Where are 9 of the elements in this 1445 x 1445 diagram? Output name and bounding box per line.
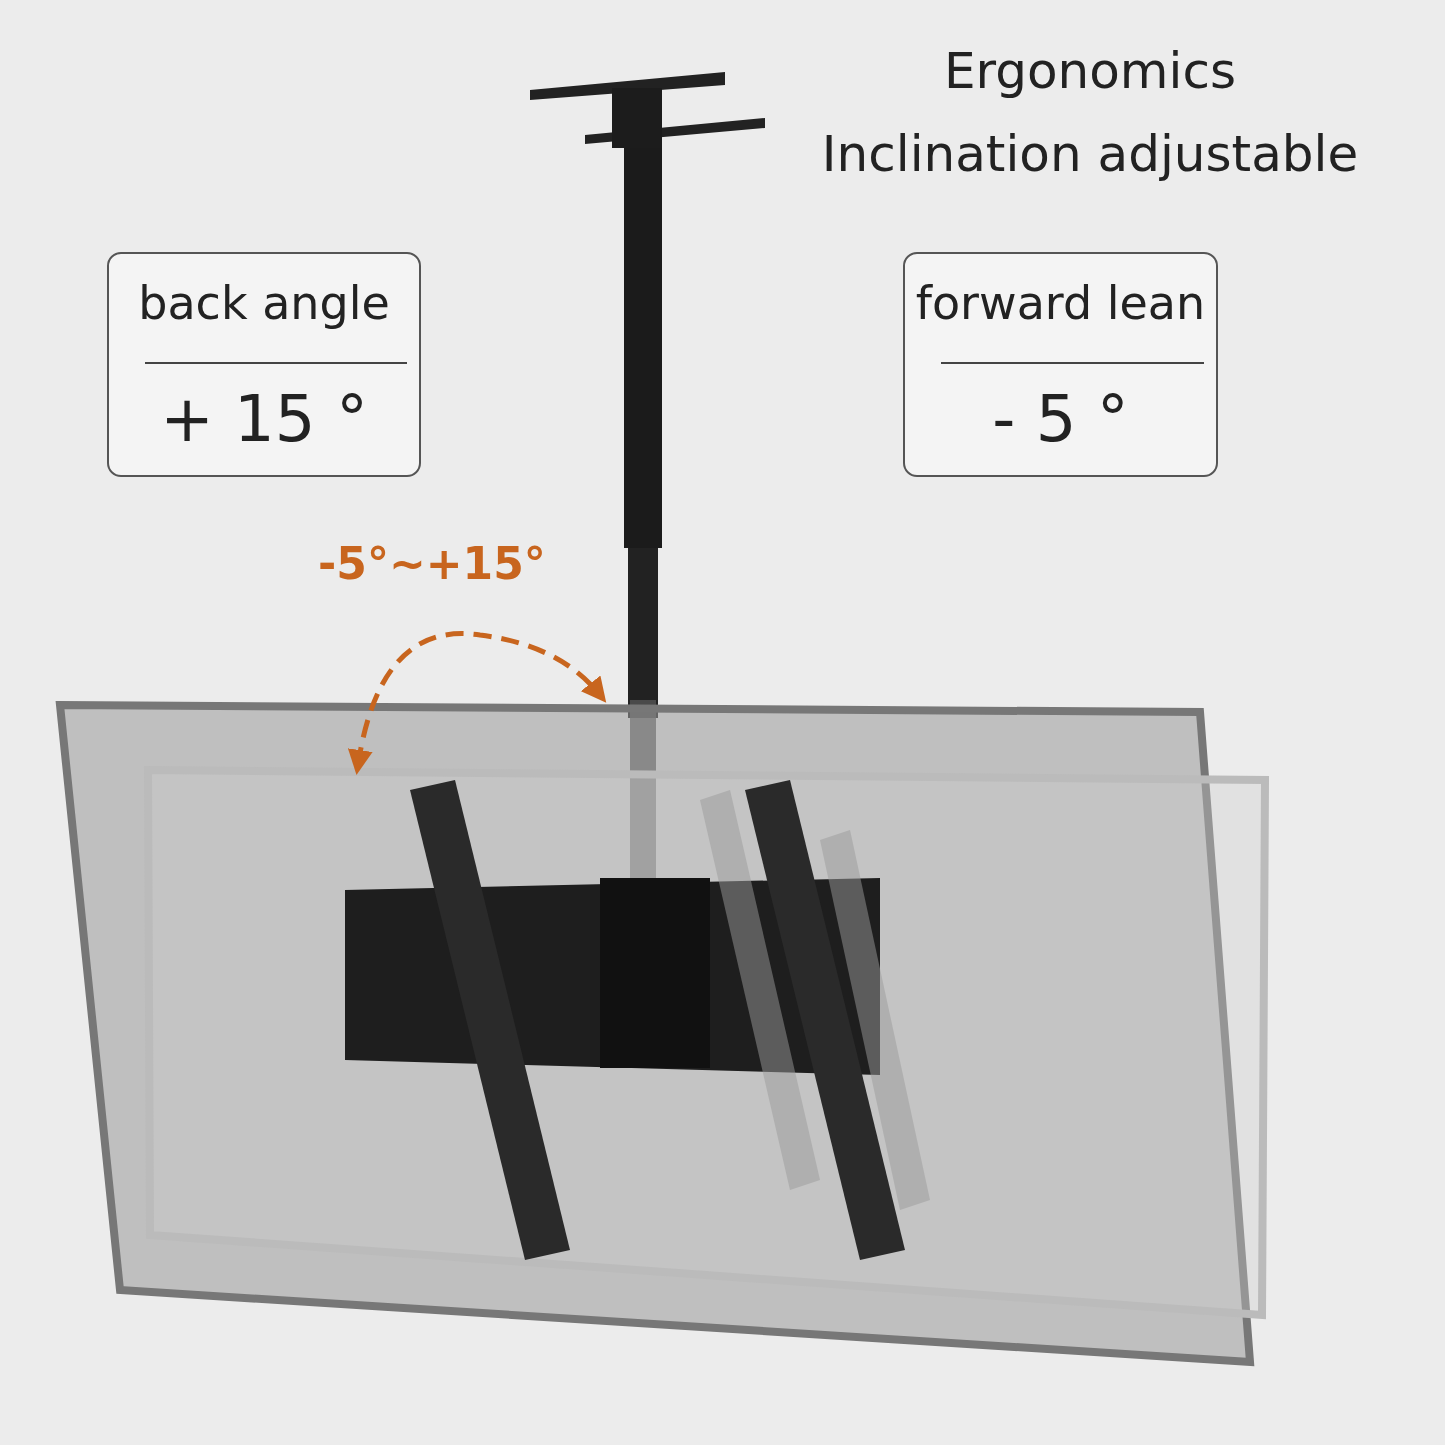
card-heading: back angle [137, 276, 391, 330]
subtitle: Inclination adjustable [820, 125, 1360, 183]
angle-value: - 5 ° [991, 382, 1130, 456]
range-label: -5°~+15° [318, 538, 546, 589]
card-heading: forward lean [914, 276, 1207, 330]
angle-card [903, 252, 1218, 477]
angle-value: + 15 ° [159, 382, 369, 456]
angle-card [107, 252, 421, 477]
title: Ergonomics [943, 42, 1237, 100]
